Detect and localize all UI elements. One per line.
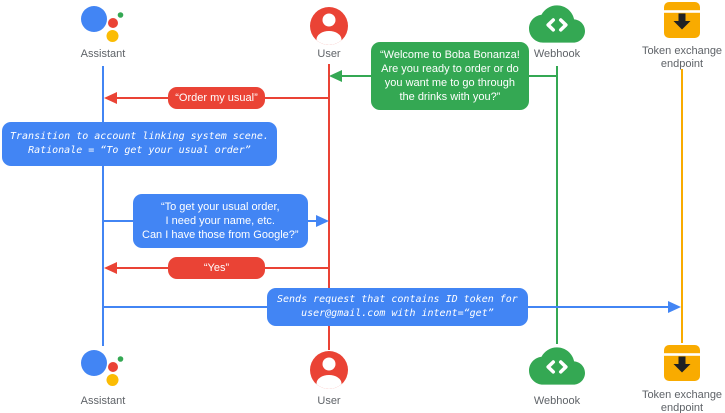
- actor-label-user: User: [317, 395, 341, 407]
- webhook-cloud-code-icon: [529, 346, 585, 391]
- user-lifeline: [328, 64, 330, 350]
- actor-label-webhook: Webhook: [533, 48, 581, 60]
- system-note-send-request: Sends request that contains ID token for…: [267, 288, 528, 326]
- message-order-my-usual-bubble: “Order my usual”: [168, 87, 265, 109]
- actor-label-webhook: Webhook: [533, 395, 581, 407]
- message-welcome-bubble: “Welcome to Boba Bonanza! Are you ready …: [371, 42, 529, 110]
- actor-label-token-endpoint: Token exchange endpoint: [641, 45, 723, 70]
- assistant-lifeline: [102, 66, 104, 346]
- message-yes-bubble: “Yes”: [168, 257, 265, 279]
- webhook-lifeline: [556, 66, 558, 344]
- arrowhead-right-icon: [668, 301, 681, 313]
- user-account-icon: [309, 6, 349, 51]
- token-lifeline: [681, 69, 683, 343]
- message-ask-permission-bubble: “To get your usual order, I need your na…: [133, 194, 308, 248]
- arrowhead-left-icon: [104, 262, 117, 274]
- actor-label-user: User: [317, 48, 341, 60]
- google-assistant-icon: [79, 3, 125, 52]
- system-note-transition: Transition to account linking system sce…: [2, 122, 277, 166]
- actor-label-assistant: Assistant: [80, 48, 126, 60]
- webhook-cloud-code-icon: [529, 4, 585, 49]
- token-exchange-endpoint-icon: [663, 344, 701, 387]
- user-account-icon: [309, 350, 349, 395]
- arrowhead-left-icon: [329, 70, 342, 82]
- arrowhead-left-icon: [104, 92, 117, 104]
- google-assistant-icon: [79, 347, 125, 396]
- actor-label-token-endpoint: Token exchange endpoint: [641, 389, 723, 413]
- token-exchange-endpoint-icon: [663, 1, 701, 44]
- actor-label-assistant: Assistant: [80, 395, 126, 407]
- arrowhead-right-icon: [316, 215, 329, 227]
